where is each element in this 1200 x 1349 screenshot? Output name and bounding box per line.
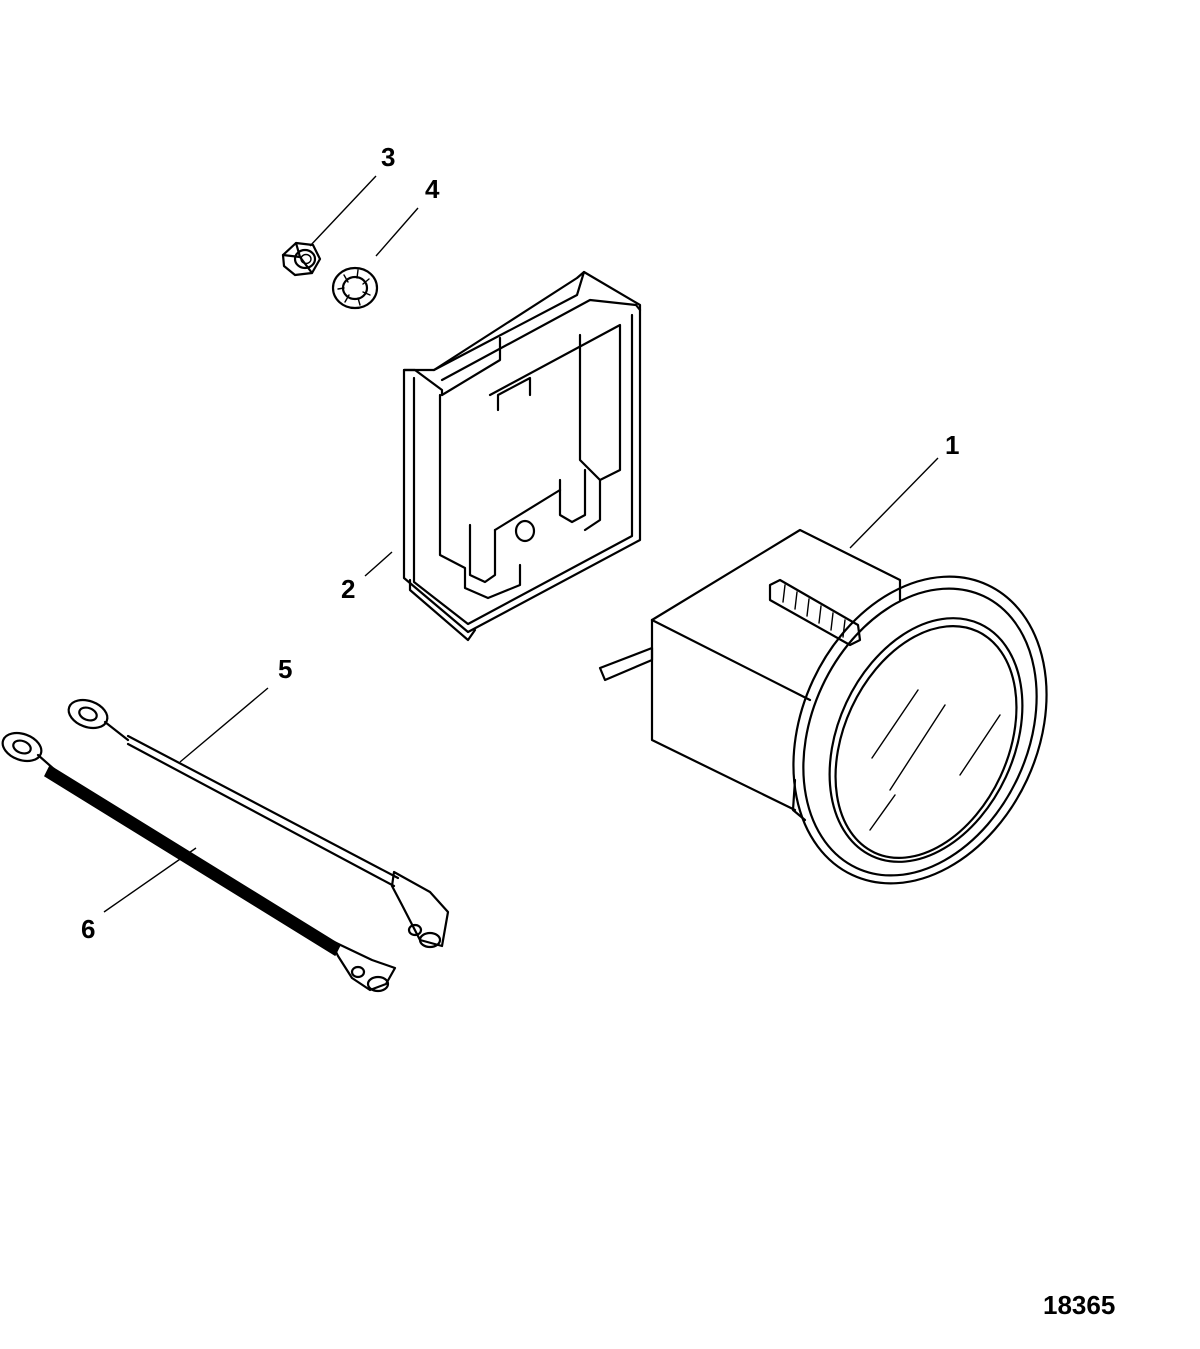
- mounting-bracket-part: [402, 270, 642, 642]
- leader-line: [364, 551, 393, 577]
- leader-line: [309, 175, 377, 247]
- lock-washer-part: [331, 266, 379, 310]
- gauge-part: [598, 528, 1048, 885]
- callout-5: 5: [278, 654, 292, 684]
- callout-1: 1: [945, 430, 959, 460]
- figure-number: 18365: [1043, 1290, 1115, 1320]
- hex-nut-part: [281, 241, 322, 277]
- wire-lead-part: [67, 698, 450, 949]
- leader-line: [179, 687, 269, 763]
- callout-4: 4: [425, 174, 440, 204]
- leader-line: [375, 207, 419, 257]
- leader-line: [103, 847, 197, 913]
- callout-3: 3: [381, 142, 395, 172]
- callout-2: 2: [341, 574, 355, 604]
- leader-line: [849, 457, 939, 549]
- callout-6: 6: [81, 914, 95, 944]
- wire-lead-part: [1, 731, 397, 993]
